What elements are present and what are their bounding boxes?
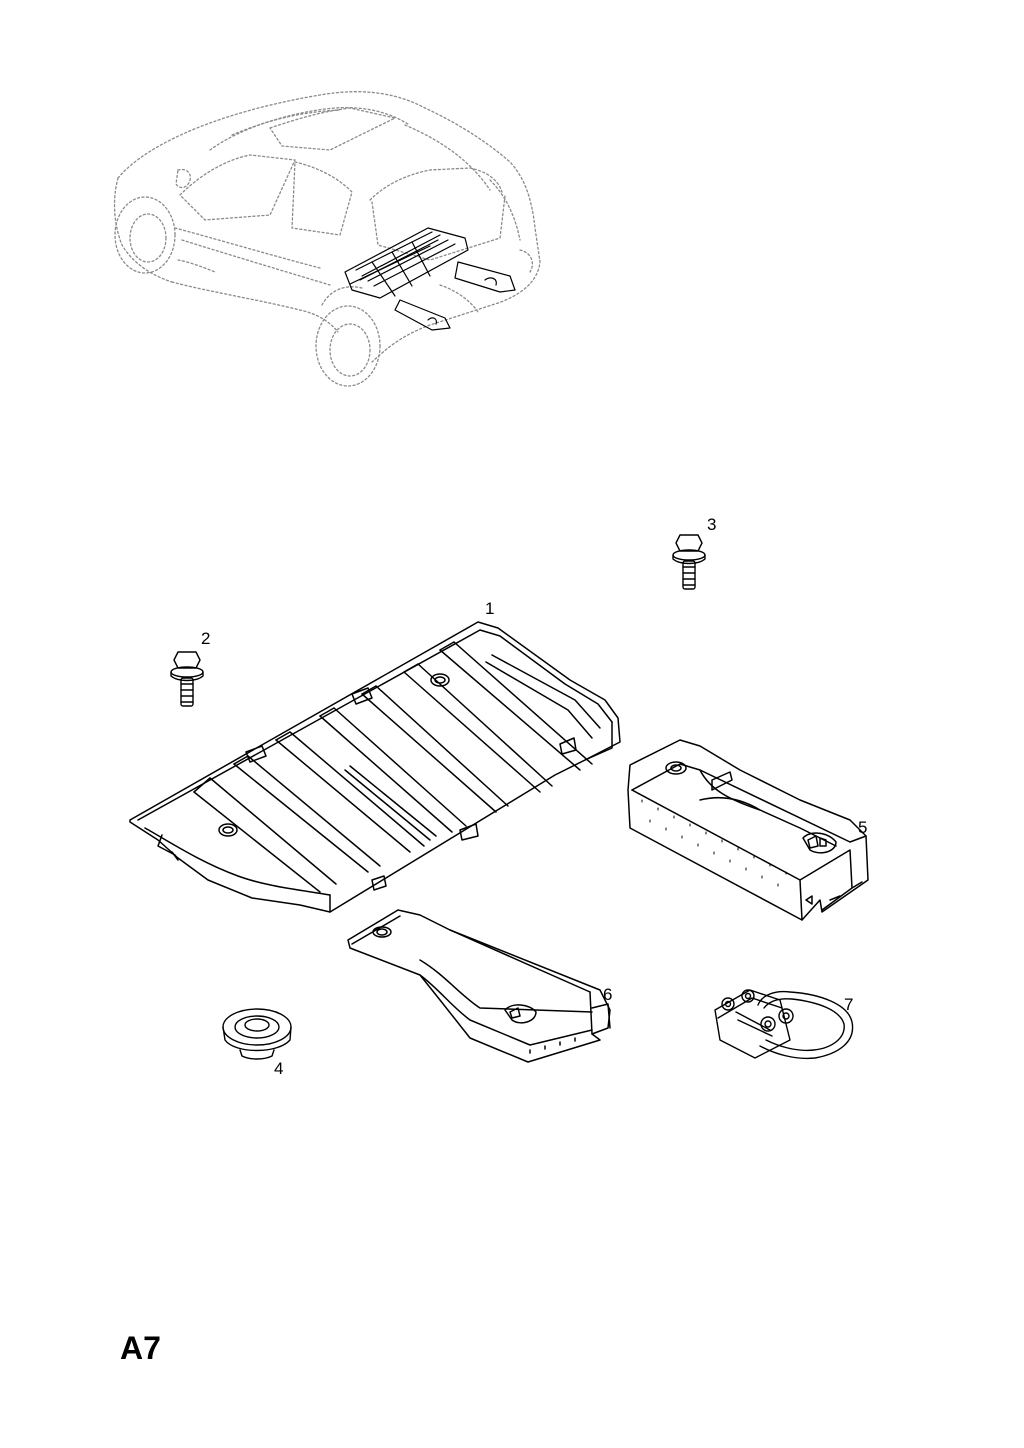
figure-id: A7 bbox=[120, 1330, 161, 1366]
part-2-bolt bbox=[170, 651, 204, 707]
part-1-rear-floor-panel bbox=[129, 621, 621, 913]
callout-4: 4 bbox=[274, 1059, 284, 1078]
callout-7: 7 bbox=[844, 995, 854, 1014]
callout-5: 5 bbox=[858, 818, 868, 837]
callout-2: 2 bbox=[201, 629, 211, 648]
vehicle-floor-highlight bbox=[344, 227, 516, 331]
callout-3: 3 bbox=[707, 515, 717, 534]
part-4-plug bbox=[222, 1008, 292, 1060]
callout-6: 6 bbox=[603, 985, 613, 1004]
callout-1: 1 bbox=[485, 599, 495, 618]
part-7-tow-eye bbox=[714, 989, 854, 1060]
part-5-rear-member bbox=[627, 739, 869, 921]
part-3-bolt bbox=[672, 534, 706, 590]
part-6-rear-member bbox=[347, 909, 611, 1063]
vehicle-overview bbox=[113, 91, 541, 387]
